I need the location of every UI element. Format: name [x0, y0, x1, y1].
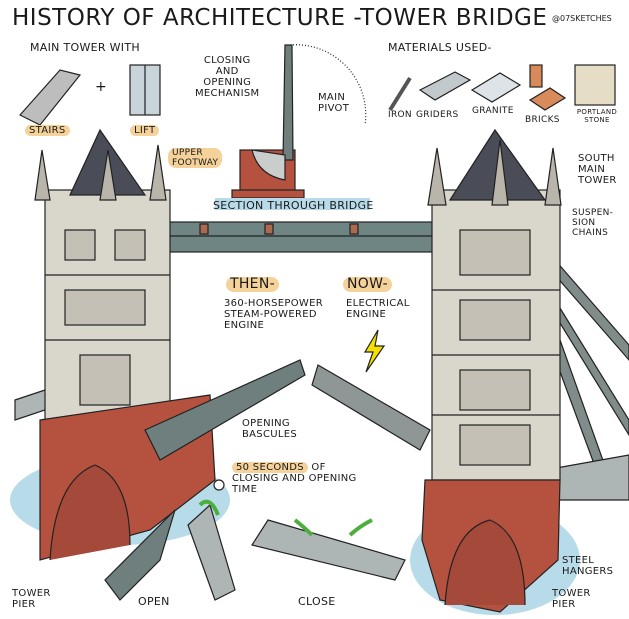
then-line: ENGINE: [224, 320, 265, 331]
granite-icon: [470, 72, 522, 103]
lightning-bolt-icon: [363, 329, 386, 373]
lift-label: LIFT: [130, 125, 160, 136]
page-title: HISTORY OF ARCHITECTURE -TOWER BRIDGE: [12, 5, 548, 31]
hangers-line: HANGERS: [562, 566, 614, 577]
upper-footway-label: UPPER FOOTWAY: [168, 148, 223, 168]
open-arrow-icon: [198, 499, 220, 516]
suspension-line: SUSPEN-: [572, 208, 614, 218]
material-bricks: BRICKS: [525, 115, 560, 125]
material-iron: IRON: [388, 110, 412, 120]
material-girders: GRIDERS: [416, 110, 459, 120]
timing-line: CLOSING AND OPENING: [232, 473, 357, 484]
main-pivot-label: MAIN PIVOT: [318, 92, 349, 114]
now-line: ENGINE: [346, 309, 387, 320]
portland-stone-icon: [574, 64, 616, 106]
open-label: OPEN: [138, 595, 170, 608]
mechanism-line: AND: [215, 66, 239, 77]
stairs-icon: [19, 69, 82, 126]
timing-label: 50 SECONDS OF CLOSING AND OPENING TIME: [232, 462, 357, 495]
tower-pier-left-label: TOWER PIER: [12, 588, 51, 610]
pier-line: PIER: [552, 599, 576, 610]
stairs-label: STAIRS: [25, 125, 70, 136]
suspension-line: CHAINS: [572, 228, 609, 238]
south-tower-label: SOUTH MAIN TOWER: [578, 153, 617, 186]
timing-line: TIME: [232, 484, 258, 495]
mechanism-leaf: [282, 44, 294, 161]
footway-line: UPPER: [172, 148, 203, 158]
left-bascule: [144, 359, 306, 461]
pivot-line: PIVOT: [318, 103, 350, 114]
mechanism-label: CLOSING AND OPENING MECHANISM: [195, 55, 259, 99]
pier-line: TOWER: [552, 588, 591, 599]
tower-pier-right-label: TOWER PIER: [552, 588, 591, 610]
mechanism-line: MECHANISM: [195, 88, 260, 99]
then-description: 360-HORSEPOWER STEAM-POWERED ENGINE: [224, 298, 323, 331]
mechanism-line: CLOSING: [203, 55, 251, 66]
pier-line: TOWER: [12, 588, 51, 599]
pivot-line: MAIN: [318, 92, 346, 103]
close-arrow-right-icon: [348, 518, 373, 537]
bricks-icon: [529, 64, 543, 88]
material-portland-stone: PORTLAND STONE: [576, 108, 618, 124]
bascules-line: BASCULES: [242, 429, 297, 440]
south-tower-line: MAIN: [578, 164, 606, 175]
timing-highlight: 50 SECONDS: [232, 462, 308, 473]
plus-sign: +: [95, 79, 108, 95]
close-label: CLOSE: [298, 595, 336, 608]
girder-icon: [418, 71, 472, 101]
bascules-line: OPENING: [242, 418, 290, 429]
footway-line: FOOTWAY: [172, 158, 219, 168]
then-heading: THEN-: [226, 277, 279, 292]
north-tower: [34, 128, 171, 421]
now-heading: NOW-: [343, 277, 393, 292]
opening-bascules-label: OPENING BASCULES: [242, 418, 297, 440]
then-line: STEAM-POWERED: [224, 309, 317, 320]
now-description: ELECTRICAL ENGINE: [346, 298, 410, 320]
materials-heading: MATERIALS USED-: [388, 41, 492, 54]
close-arrow-left-icon: [293, 518, 314, 537]
credit: @07SKETCHES: [552, 14, 612, 23]
south-tower-line: SOUTH: [578, 153, 615, 164]
suspension-line: SION: [572, 218, 596, 228]
pier-line: PIER: [12, 599, 36, 610]
now-line: ELECTRICAL: [346, 298, 410, 309]
iron-icon: [388, 76, 412, 112]
hangers-line: STEEL: [562, 555, 595, 566]
open-bascule-2: [187, 503, 236, 601]
timing-rest: OF: [307, 462, 326, 473]
main-tower-heading: MAIN TOWER WITH: [30, 41, 140, 54]
steel-hangers-label: STEEL HANGERS: [562, 555, 613, 577]
south-tower: [427, 128, 562, 481]
mechanism-line: OPENING: [203, 77, 252, 88]
right-bascule: [311, 364, 431, 451]
suspension-chains-label: SUSPEN- SION CHAINS: [572, 208, 613, 238]
open-bascule-1: [104, 509, 176, 601]
closed-bascule: [251, 519, 406, 581]
clock-icon: [213, 479, 225, 491]
south-tower-line: TOWER: [578, 175, 617, 186]
material-granite: GRANITE: [472, 106, 514, 116]
suspension-chains: [551, 258, 629, 481]
section-label: SECTION THROUGH BRIDGE: [213, 199, 374, 212]
then-line: 360-HORSEPOWER: [224, 298, 323, 309]
